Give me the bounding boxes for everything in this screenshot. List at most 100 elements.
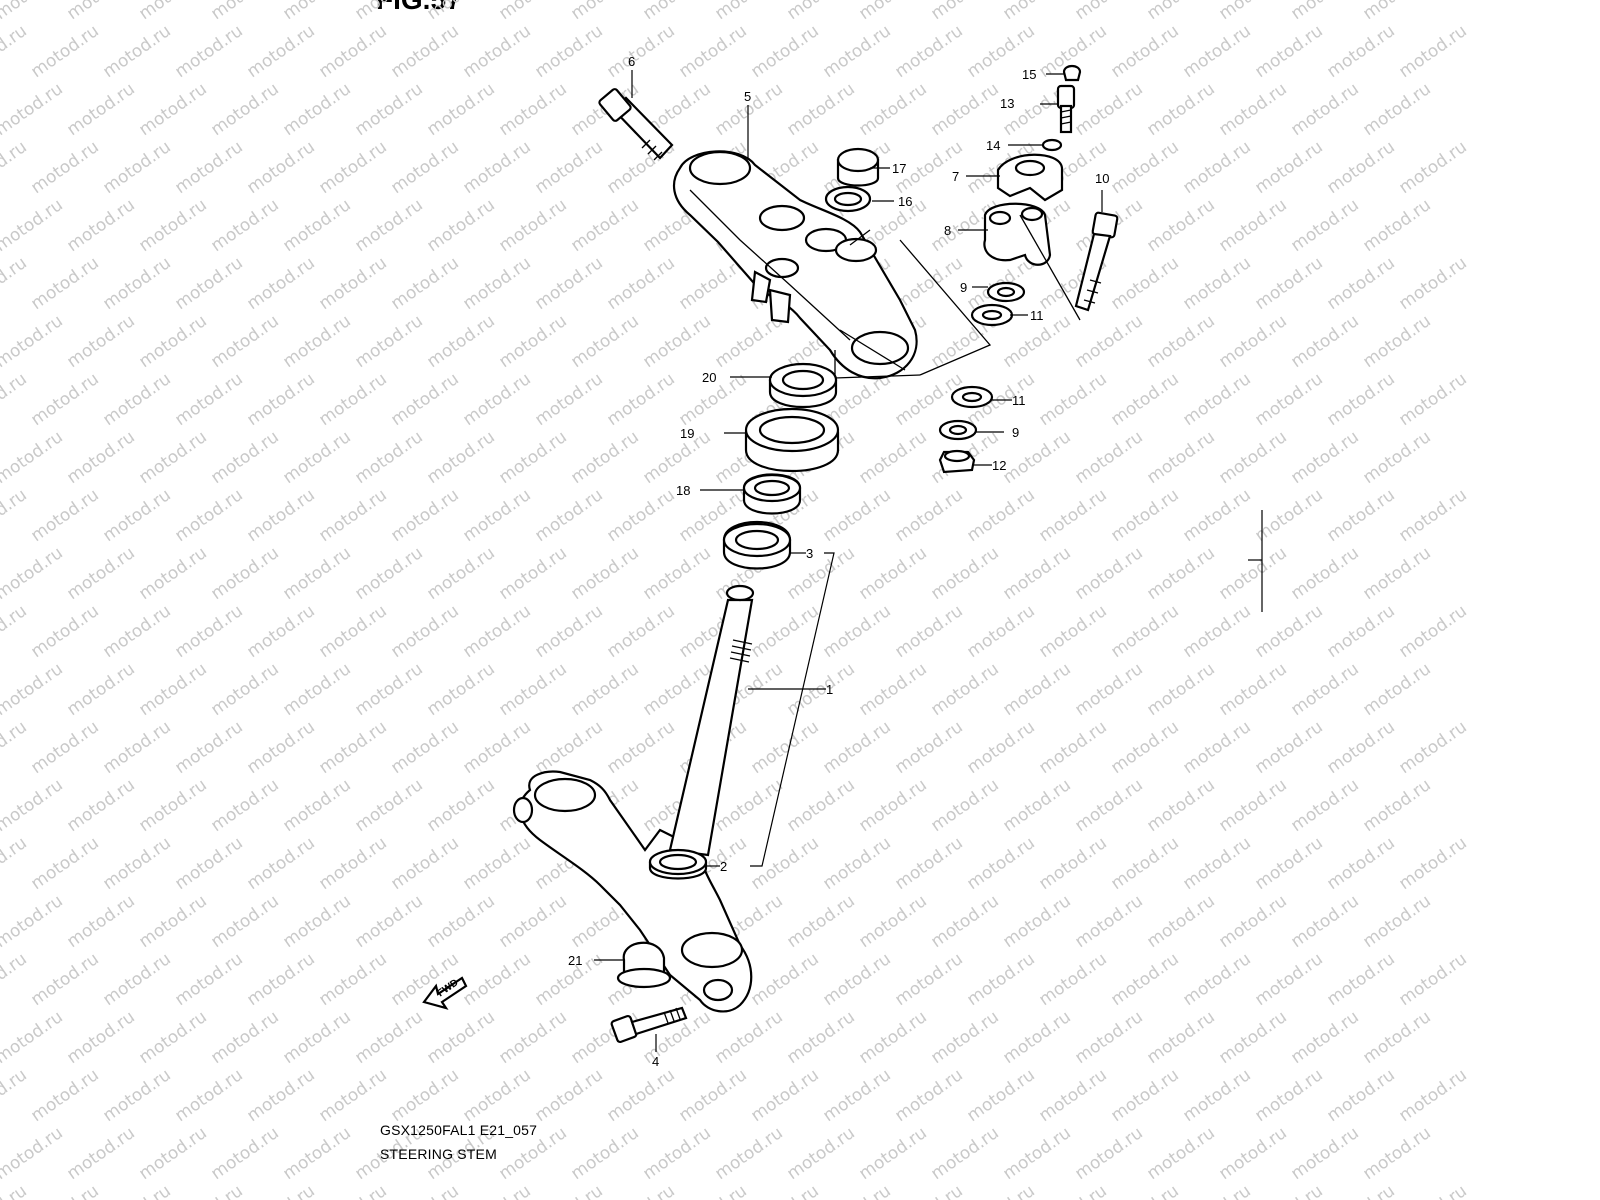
watermark-text: motod.ru	[459, 949, 534, 1010]
callout-4: 4	[652, 1054, 659, 1069]
watermark-text: motod.ru	[171, 1181, 246, 1200]
watermark-text: motod.ru	[711, 1007, 786, 1068]
watermark-text: motod.ru	[1287, 79, 1362, 140]
watermark-text: motod.ru	[171, 833, 246, 894]
watermark-text: motod.ru	[135, 311, 210, 372]
watermark-text: motod.ru	[783, 543, 858, 604]
watermark-text: motod.ru	[0, 253, 31, 314]
watermark-text: motod.ru	[999, 0, 1074, 24]
watermark-text: motod.ru	[423, 891, 498, 952]
watermark-text: motod.ru	[1107, 485, 1182, 546]
watermark-text: motod.ru	[999, 1123, 1074, 1184]
callout-21: 21	[568, 953, 582, 968]
watermark-text: motod.ru	[99, 369, 174, 430]
watermark-text: motod.ru	[351, 659, 426, 720]
watermark-text: motod.ru	[1359, 659, 1434, 720]
watermark-text: motod.ru	[1035, 833, 1110, 894]
watermark-text: motod.ru	[1323, 21, 1398, 82]
watermark-text: motod.ru	[459, 485, 534, 546]
part-7-holder-cap	[996, 153, 1064, 202]
watermark-text: motod.ru	[1071, 1123, 1146, 1184]
watermark-text: motod.ru	[1359, 311, 1434, 372]
watermark-text: motod.ru	[315, 21, 390, 82]
watermark-text: motod.ru	[351, 79, 426, 140]
watermark-text: motod.ru	[0, 79, 67, 140]
watermark-text: motod.ru	[999, 1007, 1074, 1068]
watermark-text: motod.ru	[783, 775, 858, 836]
watermark-text: motod.ru	[351, 891, 426, 952]
watermark-text: motod.ru	[855, 79, 930, 140]
watermark-text: motod.ru	[1215, 1007, 1290, 1068]
watermark-text: motod.ru	[0, 369, 31, 430]
watermark-text: motod.ru	[0, 949, 31, 1010]
watermark-text: motod.ru	[495, 311, 570, 372]
callout-11-lower: 11	[1012, 393, 1026, 408]
watermark-text: motod.ru	[999, 775, 1074, 836]
watermark-text: motod.ru	[603, 1181, 678, 1200]
callout-16: 16	[898, 194, 912, 209]
callout-1: 1	[826, 682, 833, 697]
watermark-text: motod.ru	[27, 21, 102, 82]
watermark-text: motod.ru	[243, 1065, 318, 1126]
watermark-text: motod.ru	[1143, 543, 1218, 604]
watermark-text: motod.ru	[1107, 137, 1182, 198]
watermark-text: motod.ru	[0, 775, 67, 836]
watermark-text: motod.ru	[999, 891, 1074, 952]
watermark-text: motod.ru	[459, 1181, 534, 1200]
watermark-text: motod.ru	[171, 253, 246, 314]
watermark-text: motod.ru	[1143, 311, 1218, 372]
watermark-text: motod.ru	[783, 891, 858, 952]
watermark-text: motod.ru	[135, 427, 210, 488]
watermark-text: motod.ru	[567, 659, 642, 720]
watermark-text: motod.ru	[0, 543, 67, 604]
watermark-text: motod.ru	[207, 1123, 282, 1184]
watermark-text: motod.ru	[531, 369, 606, 430]
watermark-text: motod.ru	[819, 485, 894, 546]
watermark-text: motod.ru	[891, 833, 966, 894]
watermark-text: motod.ru	[1287, 543, 1362, 604]
watermark-text: motod.ru	[243, 369, 318, 430]
watermark-text: motod.ru	[531, 1181, 606, 1200]
part-2-seal	[648, 848, 708, 880]
watermark-text: motod.ru	[675, 1181, 750, 1200]
watermark-text: motod.ru	[0, 891, 67, 952]
watermark-text: motod.ru	[63, 0, 138, 24]
watermark-text: motod.ru	[1107, 717, 1182, 778]
watermark-text: motod.ru	[1107, 1065, 1182, 1126]
watermark-text: motod.ru	[963, 949, 1038, 1010]
watermark-text: motod.ru	[315, 485, 390, 546]
watermark-text: motod.ru	[171, 137, 246, 198]
part-9-washer-lower	[938, 419, 978, 441]
watermark-text: motod.ru	[891, 21, 966, 82]
watermark-text: motod.ru	[1359, 1007, 1434, 1068]
watermark-text: motod.ru	[1215, 1123, 1290, 1184]
watermark-text: motod.ru	[1107, 253, 1182, 314]
watermark-text: motod.ru	[1143, 775, 1218, 836]
watermark-text: motod.ru	[1395, 253, 1470, 314]
watermark-text: motod.ru	[1071, 1007, 1146, 1068]
watermark-text: motod.ru	[423, 0, 498, 24]
watermark-text: motod.ru	[63, 543, 138, 604]
watermark-text: motod.ru	[387, 1181, 462, 1200]
watermark-text: motod.ru	[243, 949, 318, 1010]
watermark-text: motod.ru	[0, 1007, 67, 1068]
watermark-text: motod.ru	[99, 949, 174, 1010]
watermark-text: motod.ru	[819, 833, 894, 894]
watermark-text: motod.ru	[1287, 0, 1362, 24]
watermark-text: motod.ru	[927, 1007, 1002, 1068]
watermark-text: motod.ru	[1143, 195, 1218, 256]
watermark-text: motod.ru	[351, 427, 426, 488]
watermark-text: motod.ru	[963, 717, 1038, 778]
watermark-text: motod.ru	[1179, 1181, 1254, 1200]
callout-7: 7	[952, 169, 959, 184]
watermark-text: motod.ru	[387, 1065, 462, 1126]
watermark-text: motod.ru	[1251, 485, 1326, 546]
watermark-text: motod.ru	[1323, 1181, 1398, 1200]
watermark-text: motod.ru	[1395, 833, 1470, 894]
watermark-text: motod.ru	[279, 311, 354, 372]
watermark-text: motod.ru	[387, 253, 462, 314]
watermark-text: motod.ru	[1323, 833, 1398, 894]
side-guide-line	[1248, 510, 1263, 612]
watermark-text: motod.ru	[243, 485, 318, 546]
